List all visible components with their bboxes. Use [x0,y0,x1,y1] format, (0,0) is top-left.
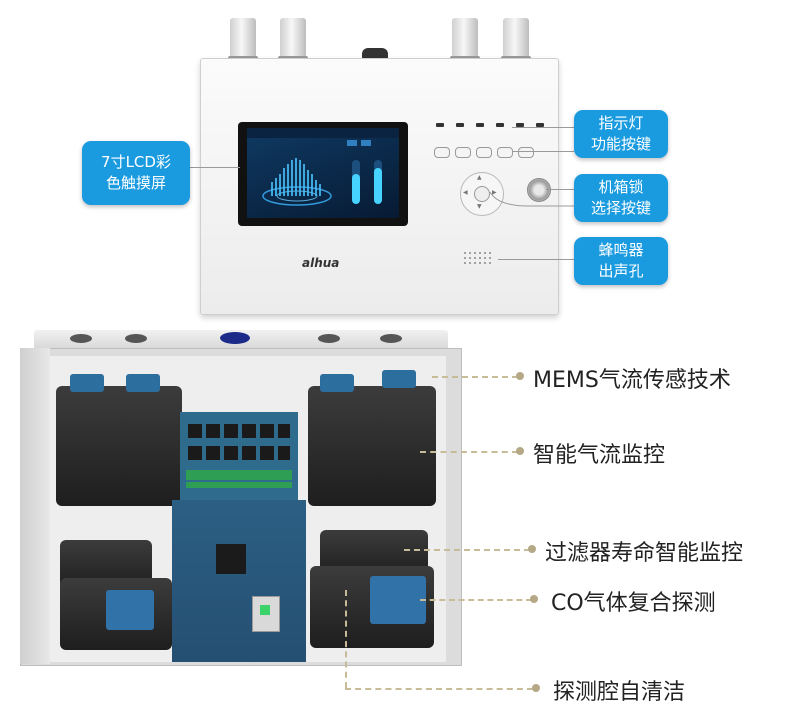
callout-indicator-line2: 功能按键 [590,135,651,153]
cabinet-lock[interactable] [527,178,551,202]
screen-gauge-2 [374,160,382,204]
dpad-arrow-up-icon[interactable]: ▲ [477,174,482,181]
leader-buttons [512,151,574,152]
dpad-arrow-left-icon[interactable]: ◀ [463,189,468,196]
callout-buzzer-line1: 蜂鸣器 [598,241,644,259]
function-button-5[interactable] [518,147,534,158]
callout-lock: 机箱锁 选择按键 [574,174,668,222]
function-button-2[interactable] [455,147,471,158]
leader-mems [432,376,518,378]
leader-dpad [489,191,578,207]
dpad-arrow-down-icon[interactable]: ▼ [477,203,482,210]
top-hole-4 [318,334,340,343]
leader-filter [404,549,530,551]
main-board [172,500,306,662]
sensor-cap-left-2 [126,374,160,392]
dot-mems [516,372,524,380]
top-hole-5 [380,334,402,343]
function-button-1[interactable] [434,147,450,158]
callout-buzzer: 蜂鸣器 出声孔 [574,237,668,285]
callout-lock-line1: 机箱锁 [598,178,644,196]
screen-tab [361,140,371,146]
callout-indicator: 指示灯 功能按键 [574,110,668,158]
led-2 [456,123,464,127]
main-chip [216,544,246,574]
sensor-cap-left-1 [70,374,104,392]
sensor-module-left-2 [112,386,182,506]
screen-header-bar [247,128,399,138]
dot-airflow [516,447,524,455]
callout-lcd: 7寸LCD彩 色触摸屏 [82,141,190,205]
callout-lcd-line2: 色触摸屏 [105,174,166,192]
screen-gauge-1 [352,160,360,204]
led-3 [476,123,484,127]
led-1 [436,123,444,127]
led-5 [516,123,524,127]
dot-co [530,595,538,603]
leader-lock [546,189,574,190]
sensor-cap-right-1 [320,374,354,392]
pipe-1 [228,18,258,64]
sensor-module-right-2 [366,386,436,506]
leader-airflow [420,451,518,453]
indicator-leds [436,123,544,127]
leader-indicator [512,127,574,128]
dpad-arrow-right-icon[interactable]: ▶ [492,189,497,196]
feature-filter: 过滤器寿命智能监控 [545,541,744,566]
feature-co: CO气体复合探测 [551,591,716,616]
screen-chart [262,158,332,206]
green-led [260,605,270,615]
function-button-4[interactable] [497,147,513,158]
pipe-2 [278,18,308,64]
led-6 [536,123,544,127]
lcd-screen[interactable] [247,128,399,218]
callout-lcd-line1: 7寸LCD彩 [101,153,171,171]
dot-clean [532,684,540,692]
brand-logo: alhua [302,256,340,270]
leader-clean [345,688,533,690]
dpad-center-button[interactable] [474,186,490,202]
leader-buzzer [498,259,574,260]
feature-clean: 探测腔自清洁 [553,680,686,705]
top-hole-2 [125,334,147,343]
leader-clean-vertical [345,590,347,688]
callout-lock-line2: 选择按键 [590,199,651,217]
pipe-3 [450,18,480,64]
top-hole-3 [220,332,250,344]
feature-airflow: 智能气流监控 [533,443,666,468]
leader-lcd [190,167,240,168]
device-front: alhua ▲ ▼ ◀ ▶ 7寸LCD [0,0,790,320]
sensor-cap-right-2 [382,370,416,388]
callout-buzzer-line2: 出声孔 [598,262,644,280]
function-button-3[interactable] [476,147,492,158]
led-4 [496,123,504,127]
cabinet-left-wall [20,348,50,664]
leader-co [420,599,532,601]
co-sensor-left [106,590,154,630]
cabinet-interior [20,330,462,666]
feature-mems: MEMS气流传感技术 [533,368,731,393]
relay-array [186,424,292,488]
co-sensor-right [370,576,426,624]
top-port [362,48,388,58]
top-hole-1 [70,334,92,343]
function-buttons [434,147,534,158]
screen-tab [347,140,357,146]
callout-indicator-line1: 指示灯 [598,114,644,132]
buzzer-grille [464,252,491,264]
pipe-4 [501,18,531,64]
dot-filter [528,545,536,553]
